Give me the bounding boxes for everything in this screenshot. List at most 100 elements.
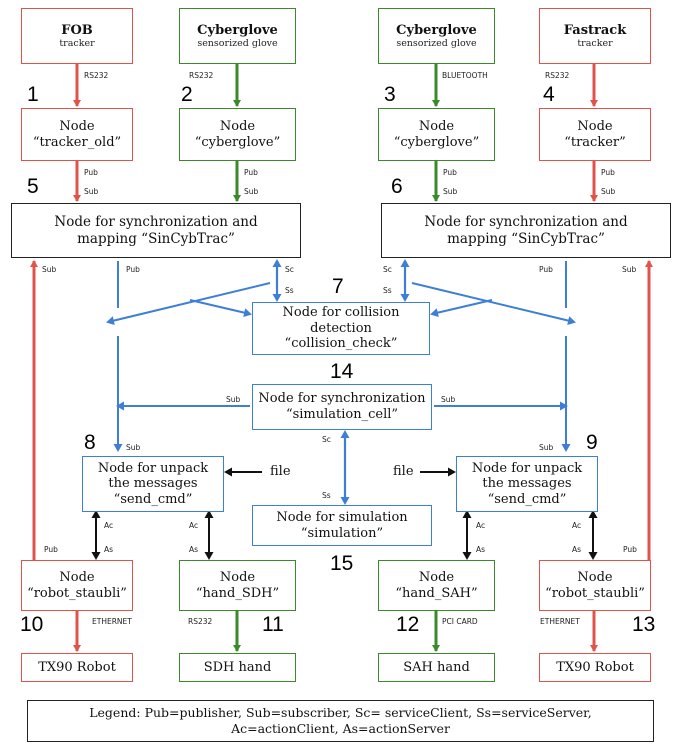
label-ethernet-left: ETHERNET bbox=[92, 617, 132, 626]
label-sub-left-feedback: Sub bbox=[42, 265, 57, 274]
label-ac-4: Ac bbox=[572, 521, 582, 530]
fob-tracker-box: FOB tracker bbox=[21, 8, 133, 64]
tx90-left-label: TX90 Robot bbox=[38, 659, 116, 675]
node-hand-sdh: Node “hand_SDH” bbox=[179, 560, 296, 611]
label-pub-1: Pub bbox=[84, 168, 98, 177]
node-hand-sdh-line2: “hand_SDH” bbox=[195, 585, 280, 601]
label-ethernet-right: ETHERNET bbox=[540, 617, 580, 626]
label-sub-2: Sub bbox=[244, 187, 259, 196]
node-hand-sdh-line1: Node bbox=[219, 569, 256, 585]
label-pub-3: Pub bbox=[443, 168, 457, 177]
number-5: 5 bbox=[27, 175, 39, 198]
label-sub-4: Sub bbox=[601, 187, 616, 196]
node-robot-left-line2: “robot_staubli” bbox=[27, 585, 127, 601]
node-send-left-line1: Node for unpack bbox=[97, 460, 209, 476]
sdh-hand-label: SDH hand bbox=[203, 659, 272, 675]
number-6: 6 bbox=[391, 175, 403, 198]
node-cyberglove-left-line1: Node bbox=[219, 118, 256, 134]
label-sc-left: Sc bbox=[285, 265, 294, 274]
label-sub-simcell-right: Sub bbox=[441, 395, 456, 404]
node-tracker-old: Node “tracker_old” bbox=[21, 108, 133, 161]
node-send-right-line2: the messages bbox=[482, 476, 572, 492]
number-9: 9 bbox=[586, 431, 598, 454]
label-sub-3: Sub bbox=[443, 187, 458, 196]
sah-hand-label: SAH hand bbox=[403, 659, 470, 675]
label-pub-robot-left: Pub bbox=[44, 545, 58, 554]
label-rs232-fob: RS232 bbox=[84, 71, 109, 80]
node-cyberglove-right: Node “cyberglove” bbox=[378, 108, 495, 161]
label-as-3: As bbox=[476, 545, 486, 554]
number-11: 11 bbox=[262, 613, 284, 636]
label-pci-card: PCI CARD bbox=[442, 617, 478, 626]
label-file-left: file bbox=[270, 464, 291, 479]
node-robot-right-line1: Node bbox=[577, 569, 613, 585]
label-sc-simcell: Sc bbox=[322, 435, 331, 444]
label-pub-2: Pub bbox=[244, 168, 258, 177]
fastrack-subtitle: tracker bbox=[577, 38, 613, 50]
node-tracker: Node “tracker” bbox=[539, 108, 651, 161]
node-robot-right-line2: “robot_staubli” bbox=[545, 585, 645, 601]
node-simulation-line1: Node for simulation bbox=[276, 509, 408, 525]
label-as-1: As bbox=[104, 545, 114, 554]
tx90-robot-right: TX90 Robot bbox=[539, 653, 651, 682]
label-pub-right-sync: Pub bbox=[539, 265, 553, 274]
label-ac-1: Ac bbox=[104, 521, 114, 530]
node-tracker-old-line2: “tracker_old” bbox=[32, 134, 122, 150]
node-sync-left-line1: Node for synchronization and bbox=[54, 214, 258, 231]
fastrack-title: Fastrack bbox=[563, 22, 627, 38]
node-robot-left-line1: Node bbox=[59, 569, 95, 585]
node-hand-sah-line2: “hand_SAH” bbox=[395, 585, 478, 601]
label-rs232-fastrack: RS232 bbox=[545, 71, 570, 80]
node-send-cmd-left: Node for unpack the messages “send_cmd” bbox=[82, 456, 224, 512]
label-sub-send-right: Sub bbox=[539, 443, 554, 452]
cyberglove-left-title: Cyberglove bbox=[197, 22, 278, 38]
number-8: 8 bbox=[84, 431, 96, 454]
node-send-right-line1: Node for unpack bbox=[471, 460, 583, 476]
node-send-left-line3: “send_cmd” bbox=[113, 491, 193, 507]
legend-line1: Legend: Pub=publisher, Sub=subscriber, S… bbox=[89, 704, 592, 720]
node-send-cmd-right: Node for unpack the messages “send_cmd” bbox=[456, 456, 598, 512]
label-ac-2: Ac bbox=[189, 521, 199, 530]
node-sync-right-line2: mapping “SinCybTrac” bbox=[447, 230, 605, 247]
node-collision-line3: “collision_check” bbox=[284, 336, 398, 352]
label-pub-robot-right: Pub bbox=[623, 545, 637, 554]
legend: Legend: Pub=publisher, Sub=subscriber, S… bbox=[27, 700, 654, 742]
node-simulation-line2: “simulation” bbox=[300, 525, 384, 541]
node-sync-left: Node for synchronization and mapping “Si… bbox=[11, 203, 301, 258]
fob-subtitle: tracker bbox=[59, 38, 95, 50]
label-bluetooth: BLUETOOTH bbox=[442, 71, 488, 80]
node-collision-check: Node for collision detection “collision_… bbox=[252, 302, 430, 355]
number-3: 3 bbox=[384, 83, 396, 106]
cyberglove-right-title: Cyberglove bbox=[396, 22, 477, 38]
sdh-hand: SDH hand bbox=[179, 653, 296, 682]
node-cyberglove-left-line2: “cyberglove” bbox=[194, 134, 281, 150]
node-hand-sah: Node “hand_SAH” bbox=[378, 560, 495, 611]
label-sub-send-left: Sub bbox=[126, 443, 141, 452]
number-15: 15 bbox=[330, 552, 354, 575]
node-collision-line1: Node for collision bbox=[282, 305, 400, 321]
node-simcell-line1: Node for synchronization bbox=[258, 391, 426, 407]
number-2: 2 bbox=[181, 83, 193, 106]
tx90-robot-left: TX90 Robot bbox=[21, 653, 133, 682]
label-sub-right-feedback: Sub bbox=[622, 265, 637, 274]
node-sync-left-line2: mapping “SinCybTrac” bbox=[77, 230, 235, 247]
node-tracker-line1: Node bbox=[577, 118, 613, 134]
node-robot-staubli-left: Node “robot_staubli” bbox=[21, 560, 133, 611]
number-12: 12 bbox=[396, 613, 420, 636]
label-file-right: file bbox=[393, 464, 414, 479]
number-14: 14 bbox=[330, 360, 354, 383]
label-pub-4: Pub bbox=[601, 168, 615, 177]
number-4: 4 bbox=[543, 83, 555, 106]
cyberglove-left-box: Cyberglove sensorized glove bbox=[179, 8, 296, 64]
node-cyberglove-right-line2: “cyberglove” bbox=[393, 134, 480, 150]
number-13: 13 bbox=[632, 613, 656, 636]
node-cyberglove-right-line1: Node bbox=[418, 118, 455, 134]
node-hand-sah-line1: Node bbox=[418, 569, 455, 585]
number-7: 7 bbox=[332, 275, 344, 298]
node-simcell-line2: “simulation_cell” bbox=[285, 407, 399, 422]
node-collision-line2: detection bbox=[310, 320, 372, 336]
node-sync-right-line1: Node for synchronization and bbox=[424, 214, 628, 231]
label-ss-simulation: Ss bbox=[322, 491, 331, 500]
label-sub-simcell-left: Sub bbox=[226, 395, 241, 404]
